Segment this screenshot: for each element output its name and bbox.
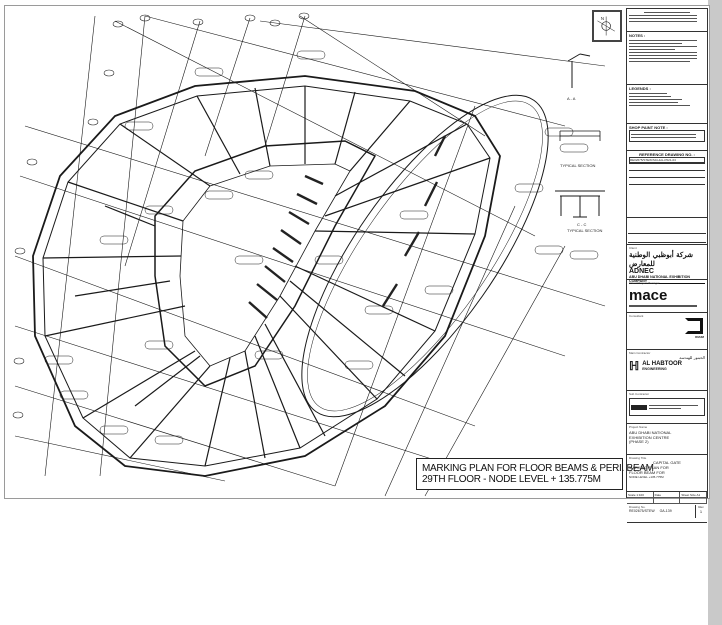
- reference-value: RE02675/STEW/S0-HHL-P021-04: [629, 157, 705, 163]
- scale-date-row: Scale 1:100 Date Sheet Size A1: [627, 492, 707, 504]
- drawing-code: GA-139: [659, 509, 672, 513]
- drawing-title-line1: MARKING PLAN FOR FLOOR BEAMS & PERI. BEA…: [422, 463, 654, 474]
- north-arrow-box: N: [592, 10, 622, 42]
- structural-plan-svg: A - A TYPICAL SECTION C - C TYPICAL SECT…: [12, 12, 606, 497]
- project-manager-section: Client Project Manager mace: [627, 280, 707, 313]
- project-name-section: Project Name ABU DHABI NATIONAL EXHIBITI…: [627, 424, 707, 455]
- floor-plan-drawing: A - A TYPICAL SECTION C - C TYPICAL SECT…: [5, 6, 625, 498]
- drawing-number: RE02675/STEW: [629, 509, 655, 513]
- revision-number: 1: [699, 509, 703, 514]
- drawing-title-section: Drawing Title CAPITAL GATE MARKING PLAN …: [627, 455, 707, 492]
- subcontractor-section: Sub Contractor: [627, 391, 707, 424]
- client-name: ABU DHABI NATIONAL EXHIBITION COMPANY: [629, 275, 705, 284]
- title-block: NOTES : LEGENDS : SHOP PAINT NOTE : REFE…: [626, 8, 708, 523]
- notes-heading: NOTES :: [629, 33, 646, 38]
- notes-section: NOTES :: [627, 32, 707, 85]
- north-arrow-icon: N: [597, 16, 615, 36]
- shop-paint-heading: SHOP PAINT NOTE :: [629, 125, 668, 130]
- mace-logo: mace: [629, 287, 668, 304]
- reference-drawings: REFERENCE DRAWING NO. : RE02675/STEW/S0-…: [627, 151, 707, 218]
- project-name: ABU DHABI NATIONAL EXHIBITION CENTRE (PH…: [629, 430, 672, 445]
- drawing-title-box: MARKING PLAN FOR FLOOR BEAMS & PERI. BEA…: [416, 458, 654, 490]
- consultant-logo-icon: [685, 318, 703, 334]
- drawing-number-section: Drawing No. RE02675/STEW GA-139 Rev 1: [627, 504, 707, 523]
- section-bb-caption: TYPICAL SECTION: [560, 163, 596, 168]
- habtoor-logo-icon: ℍ: [629, 359, 640, 373]
- client-arabic-name: شركة أبوظبي الوطنية للمعارض: [629, 250, 693, 268]
- svg-text:N: N: [601, 16, 604, 21]
- section-cc-label: C - C: [577, 222, 586, 227]
- contractor-name: AL HABTOOR: [642, 361, 682, 367]
- section-aa-label: A - A: [567, 96, 576, 101]
- shop-paint-section: SHOP PAINT NOTE :: [627, 124, 707, 151]
- page-scrollbar-track[interactable]: [708, 0, 722, 625]
- disclaimer-box: [627, 9, 707, 32]
- section-cc-caption: TYPICAL SECTION: [567, 228, 603, 233]
- drawing-title-line2: 29TH FLOOR - NODE LEVEL + 135.775M: [422, 474, 601, 485]
- revision-table: [627, 218, 707, 245]
- legends-section: LEGENDS :: [627, 85, 707, 124]
- consultant-section: Consultant RMJM: [627, 313, 707, 350]
- reference-heading: REFERENCE DRAWING NO. :: [639, 152, 695, 157]
- client-section: Client شركة أبوظبي الوطنية للمعارض ADNEC…: [627, 245, 707, 284]
- adnec-logo: ADNEC: [629, 268, 654, 275]
- legends-heading: LEGENDS :: [629, 86, 651, 91]
- contractor-section: Main Contractor الحبتور للهندسة ℍ AL HAB…: [627, 350, 707, 391]
- drawing-sheet: A - A TYPICAL SECTION C - C TYPICAL SECT…: [4, 5, 710, 523]
